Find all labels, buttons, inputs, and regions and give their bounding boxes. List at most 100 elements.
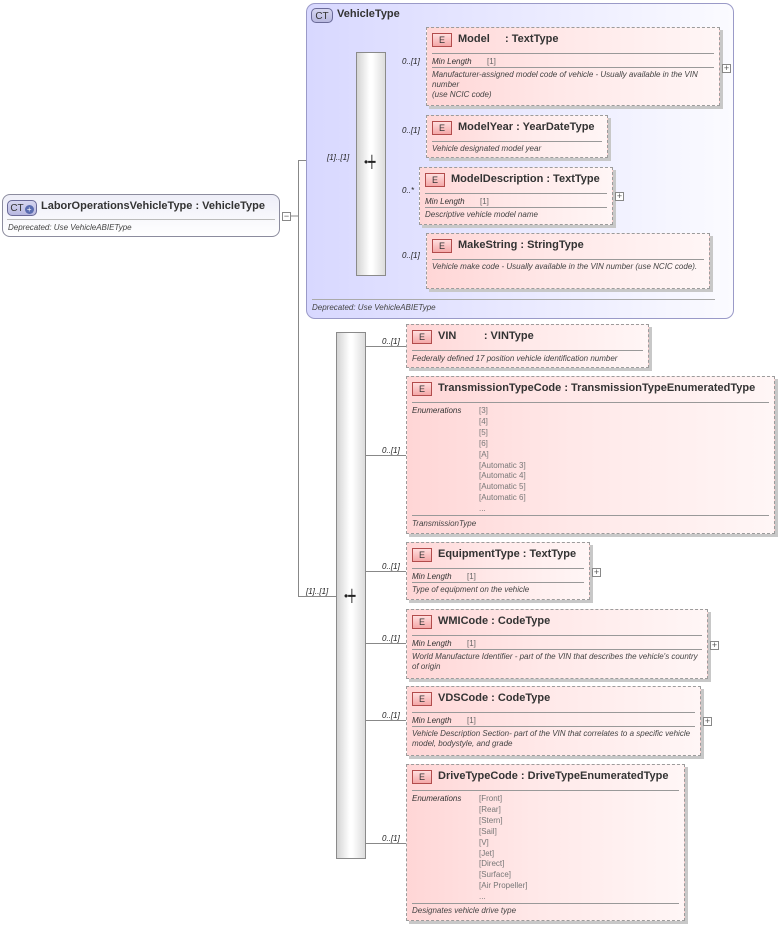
divider <box>425 193 607 194</box>
enum-value: [Jet] <box>479 848 495 858</box>
enum-value: [4] <box>479 416 488 426</box>
enum-value: [A] <box>479 449 489 459</box>
element-name: DriveTypeCode : DriveTypeEnumeratedType <box>438 770 669 782</box>
expand-icon[interactable]: + <box>592 567 601 577</box>
divider <box>312 299 715 300</box>
divider <box>412 790 679 791</box>
facet-label: Enumerations <box>412 406 462 415</box>
divider <box>412 402 769 403</box>
element-description: Federally defined 17 position vehicle id… <box>412 354 618 363</box>
element-badge: E <box>432 121 452 135</box>
element-vds-code[interactable]: E VDSCode : CodeType Min Length [1] Vehi… <box>406 686 701 756</box>
divider <box>412 903 679 904</box>
enum-value: [Front] <box>479 794 503 803</box>
expand-icon[interactable]: + <box>722 63 731 73</box>
element-badge: E <box>432 33 452 47</box>
element-model-description[interactable]: E ModelDescription : TextType Min Length… <box>419 167 613 225</box>
expand-icon[interactable]: + <box>710 640 719 650</box>
element-badge: E <box>412 382 432 396</box>
enum-value: [Air Propeller] <box>479 881 528 891</box>
divider <box>412 726 695 727</box>
divider <box>432 67 714 68</box>
facet-label: Min Length <box>412 572 452 581</box>
enum-value: [V] <box>479 837 489 847</box>
divider <box>412 712 695 713</box>
element-description: Designates vehicle drive type <box>412 906 517 915</box>
enum-value: [Rear] <box>479 804 501 814</box>
element-name: Model : TextType <box>458 33 559 45</box>
enum-value: [6] <box>479 438 488 448</box>
divider <box>432 141 602 142</box>
divider <box>412 350 643 351</box>
divider <box>412 568 584 569</box>
element-badge: E <box>412 770 432 784</box>
complex-type-badge: CT+ <box>7 200 37 216</box>
facet-label: Min Length <box>412 716 452 725</box>
sequence-compositor-lower[interactable]: •┿ <box>336 332 366 859</box>
element-badge: E <box>412 692 432 706</box>
element-description: Vehicle designated model year <box>432 144 542 153</box>
element-make-string[interactable]: E MakeString : StringType Vehicle make c… <box>426 233 710 289</box>
facet-label: Enumerations <box>412 794 462 803</box>
cardinality-label: 0..[1] <box>382 337 400 346</box>
expand-icon[interactable]: + <box>615 191 624 201</box>
enum-value: ... <box>479 892 486 902</box>
divider <box>7 219 275 220</box>
sequence-icon: •┿ <box>344 589 356 603</box>
element-name: MakeString : StringType <box>458 239 584 251</box>
element-badge: E <box>432 239 452 253</box>
element-badge: E <box>425 173 445 187</box>
element-name: WMICode : CodeType <box>438 615 551 627</box>
enum-value: [Sail] <box>479 826 497 836</box>
complex-type-badge: CT <box>311 8 333 23</box>
element-description: World Manufacture Identifier - part of t… <box>412 652 698 671</box>
cardinality-label: 0..[1] <box>402 126 420 135</box>
cardinality-label: 0..[1] <box>382 634 400 643</box>
enum-value: [Automatic 5] <box>479 482 526 492</box>
vehicle-type-title: VehicleType <box>337 8 400 20</box>
element-equipment-type[interactable]: E EquipmentType : TextType Min Length [1… <box>406 542 590 600</box>
element-description: Type of equipment on the vehicle <box>412 585 530 594</box>
sequence-compositor-upper[interactable]: •┿ <box>356 52 386 276</box>
element-model-year[interactable]: E ModelYear : YearDateType Vehicle desig… <box>426 115 608 158</box>
enum-value: [Automatic 3] <box>479 460 526 470</box>
cardinality-label: 0..[1] <box>382 562 400 571</box>
expand-icon[interactable]: + <box>703 716 712 726</box>
enum-value: [5] <box>479 427 488 437</box>
element-drive-type-code[interactable]: E DriveTypeCode : DriveTypeEnumeratedTyp… <box>406 764 685 921</box>
cardinality-label: [1]..[1] <box>327 153 350 162</box>
element-wmi-code[interactable]: E WMICode : CodeType Min Length [1] Worl… <box>406 609 708 679</box>
facet-value: [1] <box>487 57 496 66</box>
facet-label: Min Length <box>412 639 452 648</box>
element-badge: E <box>412 548 432 562</box>
element-description: Vehicle make code - Usually available in… <box>432 262 698 271</box>
cardinality-label: 0..* <box>402 186 415 195</box>
cardinality-label: 0..[1] <box>382 834 400 843</box>
enum-value: [Direct] <box>479 859 505 869</box>
element-name: EquipmentType : TextType <box>438 548 577 560</box>
element-name: VIN : VINType <box>438 330 534 342</box>
element-name: VDSCode : CodeType <box>438 692 551 704</box>
cardinality-label: 0..[1] <box>382 711 400 720</box>
divider <box>432 259 704 260</box>
divider <box>412 582 584 583</box>
element-model[interactable]: E Model : TextType Min Length [1] Manufa… <box>426 27 720 106</box>
facet-value: [1] <box>480 197 489 206</box>
enum-value: [Automatic 4] <box>479 471 526 481</box>
root-type-title: LaborOperationsVehicleType : VehicleType <box>41 200 265 212</box>
facet-value: [1] <box>467 572 476 581</box>
collapse-icon[interactable]: − <box>282 211 291 221</box>
complex-type-badge-label: CT <box>10 203 24 214</box>
facet-value: [1] <box>467 639 476 648</box>
divider <box>432 53 714 54</box>
element-vin[interactable]: E VIN : VINType Federally defined 17 pos… <box>406 324 649 368</box>
cardinality-label: 0..[1] <box>402 251 420 260</box>
enum-value: [Stern] <box>479 815 503 825</box>
element-description: TransmissionType <box>412 519 477 528</box>
element-transmission-type-code[interactable]: E TransmissionTypeCode : TransmissionTyp… <box>406 376 775 534</box>
element-badge: E <box>412 330 432 344</box>
enum-value: [3] <box>479 406 488 415</box>
facet-value: [1] <box>467 716 476 725</box>
divider <box>412 635 702 636</box>
root-complex-type[interactable]: CT+ LaborOperationsVehicleType : Vehicle… <box>2 194 280 237</box>
